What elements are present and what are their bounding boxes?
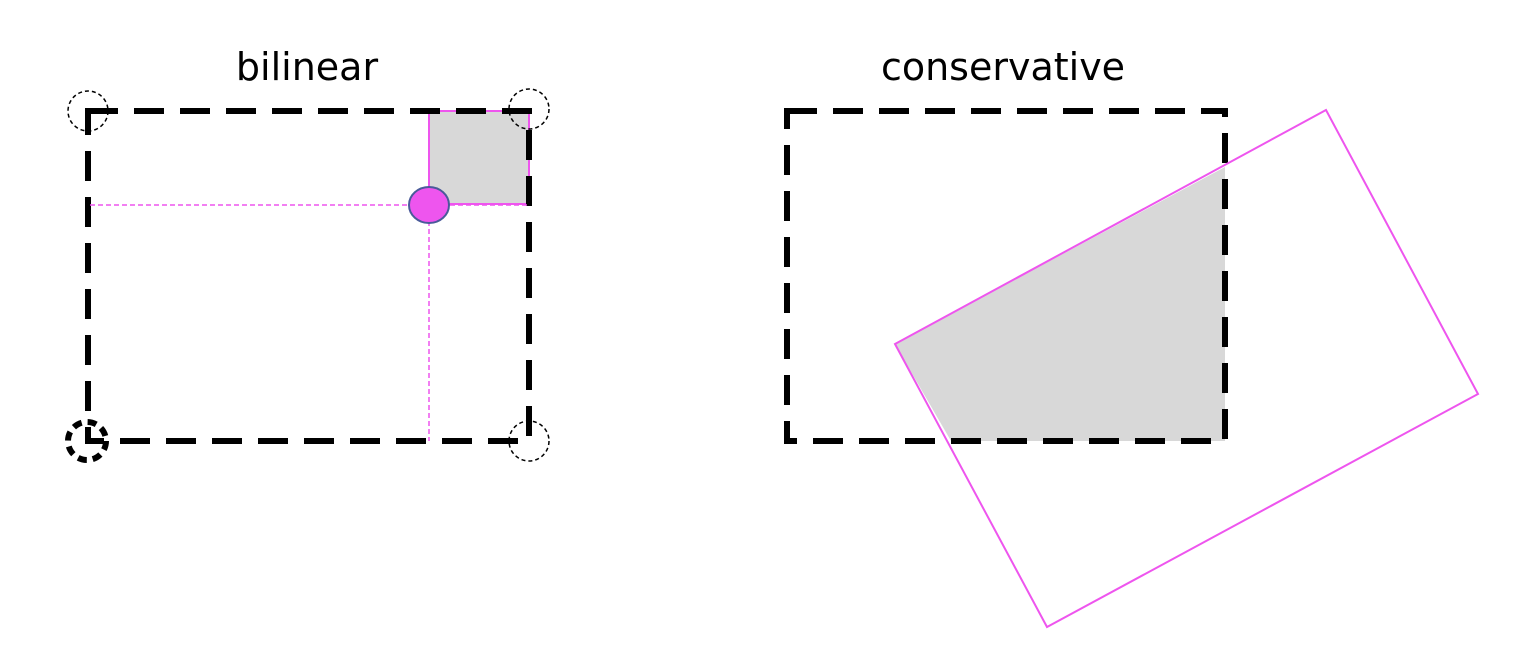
- corner-node-top-left: [67, 90, 109, 132]
- bilinear-panel: bilinear: [65, 45, 550, 463]
- bilinear-source-cell: [85, 108, 532, 444]
- conservative-source-cell: [784, 108, 1228, 444]
- corner-node-top-right: [508, 88, 550, 130]
- conservative-overlap-area: [895, 167, 1225, 441]
- corner-node-bottom-left: [65, 419, 109, 463]
- conservative-panel: conservative: [784, 45, 1480, 629]
- conservative-target-cell: [893, 108, 1480, 629]
- bilinear-title: bilinear: [236, 45, 379, 89]
- conservative-title: conservative: [881, 45, 1125, 89]
- bilinear-sample-point: [408, 186, 450, 224]
- corner-node-bottom-right: [508, 420, 550, 462]
- bilinear-weight-area: [428, 110, 530, 205]
